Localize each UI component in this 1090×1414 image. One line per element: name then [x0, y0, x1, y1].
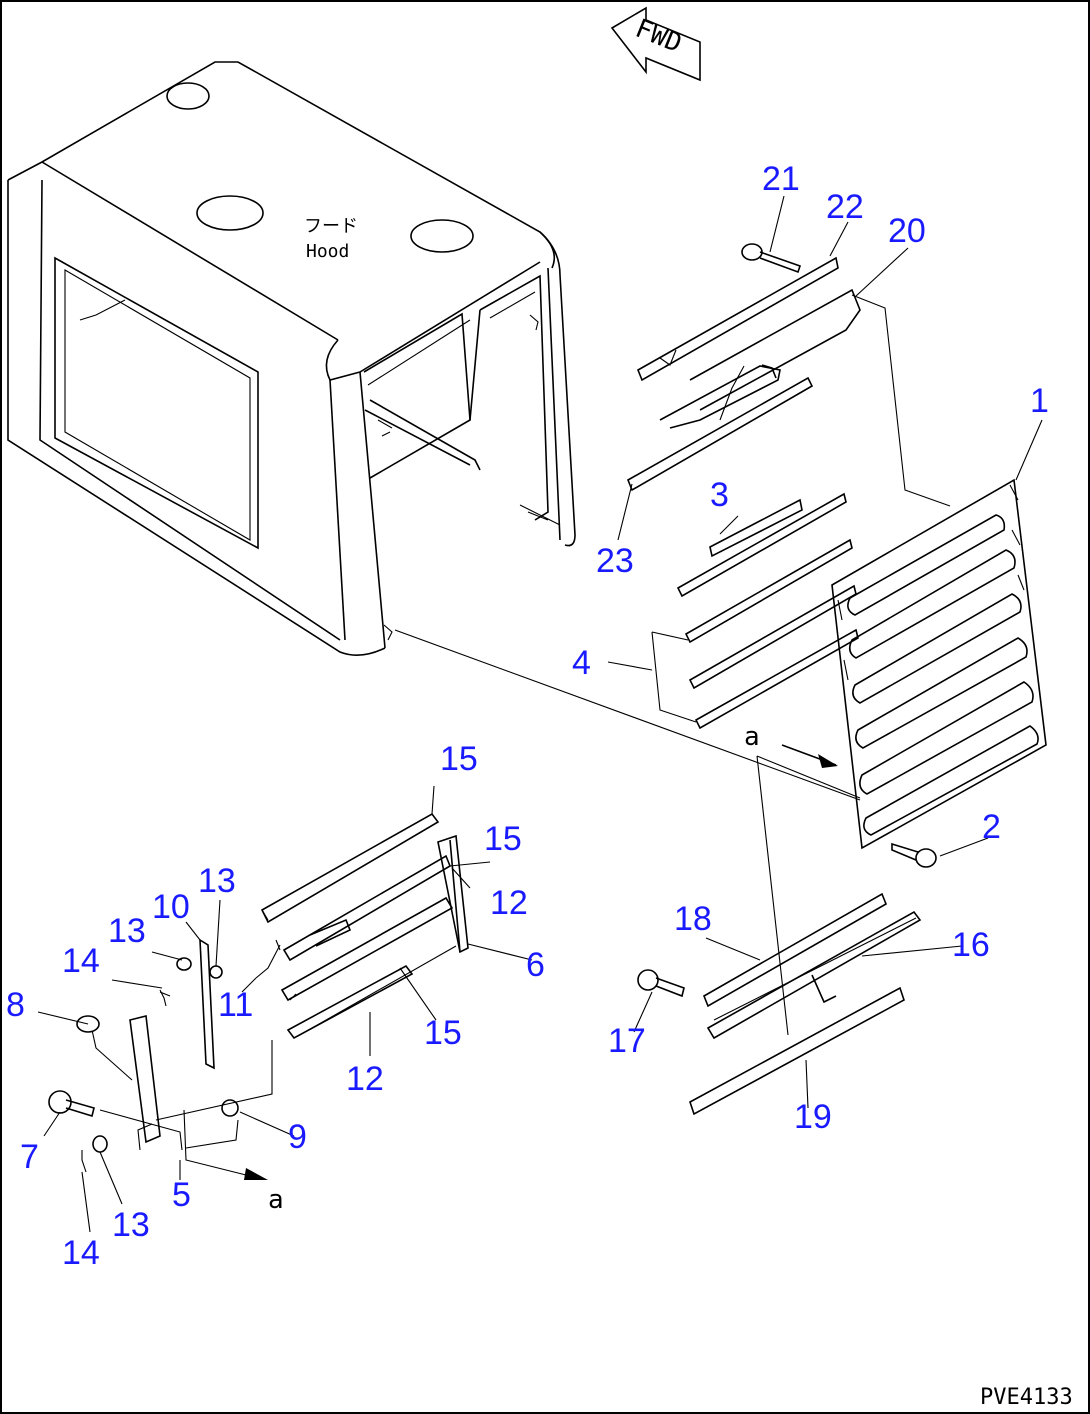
leader-hood-grille — [394, 629, 861, 801]
callout-22: 22 — [826, 188, 864, 226]
callout-8: 8 — [6, 986, 25, 1024]
hood-label-en: Hood — [306, 241, 349, 262]
callout-14-lower: 14 — [62, 1234, 100, 1272]
callout-10: 10 — [152, 888, 190, 926]
callout-numbers: 1 2 3 4 5 6 7 8 9 10 11 12 12 13 13 13 1… — [6, 160, 1049, 1272]
side-frame: a — [48, 812, 469, 1215]
callout-20: 20 — [888, 212, 926, 250]
hood: フード Hood — [7, 61, 576, 656]
fwd-arrow: FWD — [610, 6, 701, 82]
callout-21: 21 — [762, 160, 800, 198]
bolt-2 — [891, 842, 937, 868]
vertical-bars — [651, 492, 859, 730]
ref-label-left: a — [268, 1185, 284, 1215]
leader-lines — [37, 195, 1043, 1233]
lower-right-brackets — [637, 892, 922, 1116]
radiator-grille — [831, 478, 1047, 850]
callout-15-right: 15 — [484, 820, 522, 858]
top-brackets — [626, 243, 861, 492]
callout-13-upper: 13 — [198, 862, 236, 900]
callout-13-lower: 13 — [112, 1206, 150, 1244]
callout-15-bottom: 15 — [424, 1014, 462, 1052]
callout-17: 17 — [608, 1022, 646, 1060]
callout-16: 16 — [952, 926, 990, 964]
callout-2: 2 — [982, 808, 1001, 846]
hood-label-jp: フード — [304, 216, 358, 237]
callout-11: 11 — [218, 986, 253, 1024]
callout-14-upper: 14 — [62, 942, 100, 980]
figure-id: PVE4133 — [980, 1385, 1073, 1410]
callout-6: 6 — [526, 946, 545, 984]
callout-3: 3 — [710, 476, 729, 514]
callout-1: 1 — [1030, 382, 1049, 420]
callout-4: 4 — [572, 644, 591, 682]
callout-13-middle: 13 — [108, 912, 146, 950]
callout-15-top: 15 — [440, 740, 478, 778]
fwd-label: FWD — [631, 14, 686, 59]
callout-5: 5 — [172, 1176, 191, 1214]
callout-9: 9 — [288, 1118, 307, 1156]
callout-23: 23 — [596, 542, 634, 580]
hood-side-edge — [851, 294, 951, 507]
ref-arrow-right: a — [744, 722, 861, 1036]
callout-19: 19 — [794, 1098, 832, 1136]
callout-7: 7 — [20, 1138, 39, 1176]
callout-12-lower: 12 — [346, 1060, 384, 1098]
callout-18: 18 — [674, 900, 712, 938]
ref-label-right: a — [744, 722, 760, 752]
callout-12-upper: 12 — [490, 884, 528, 922]
